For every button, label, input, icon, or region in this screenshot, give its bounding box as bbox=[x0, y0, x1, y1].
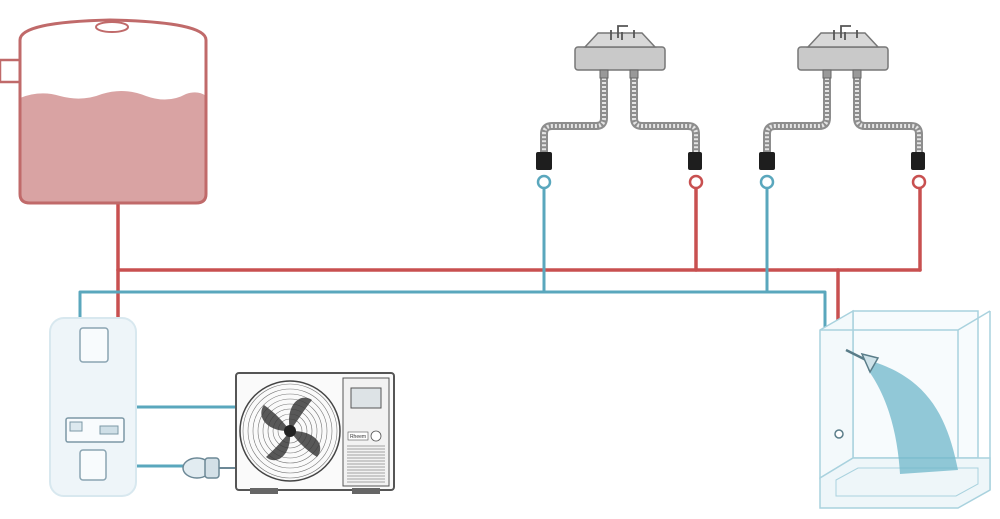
sink-hose-cold bbox=[540, 74, 608, 159]
shower-enclosure bbox=[819, 309, 991, 509]
grille-ring bbox=[242, 383, 338, 479]
sink-top bbox=[806, 32, 880, 48]
sink-hose-hot bbox=[630, 74, 700, 159]
heater-panel-top bbox=[79, 327, 109, 363]
tank-water bbox=[20, 90, 206, 203]
inline-valve-cold bbox=[759, 174, 775, 190]
shutoff-valve-cold bbox=[536, 152, 552, 170]
grille-ring bbox=[252, 393, 328, 469]
fan-hub bbox=[284, 425, 296, 437]
shutoff-valve-hot bbox=[688, 152, 702, 170]
sink-tail-hot bbox=[629, 69, 639, 79]
hose-braid bbox=[765, 78, 829, 155]
hose-braid bbox=[855, 78, 921, 155]
heat-pump-vents bbox=[347, 445, 385, 483]
sink-icon bbox=[759, 25, 927, 190]
shutoff-valve-hot bbox=[911, 152, 925, 170]
pump-icon bbox=[182, 457, 236, 479]
grille-ring bbox=[267, 408, 313, 454]
sink-basin bbox=[797, 46, 889, 71]
shutoff-valve-cold bbox=[759, 152, 775, 170]
fan-blades bbox=[261, 397, 321, 461]
valve-icon bbox=[536, 174, 704, 190]
sink-basin bbox=[574, 46, 666, 71]
heat-pump: Rheem bbox=[235, 372, 395, 494]
sink-top bbox=[583, 32, 657, 48]
fan-grille-rings bbox=[242, 383, 338, 479]
storage-tank bbox=[0, 18, 208, 205]
water-heater-icon bbox=[49, 317, 137, 497]
shower-water-stream bbox=[868, 362, 958, 474]
heat-pump-badge bbox=[347, 431, 369, 441]
tank-icon bbox=[0, 18, 208, 205]
shower-icon bbox=[819, 309, 991, 509]
heat-pump-badge-text: Rheem bbox=[350, 434, 366, 440]
shower-arm bbox=[845, 348, 867, 362]
heater-body bbox=[49, 317, 137, 497]
sink-hose-cold bbox=[763, 74, 831, 159]
inline-valve-hot bbox=[688, 174, 704, 190]
grille-ring bbox=[257, 398, 323, 464]
heat-pump-logo bbox=[370, 430, 382, 442]
fan-grille bbox=[239, 380, 341, 482]
circulation-pump bbox=[182, 457, 236, 479]
sink-tail-hot bbox=[852, 69, 862, 79]
heat-pump-foot-left bbox=[250, 488, 278, 494]
hose-braid bbox=[542, 78, 606, 155]
heater-panel-bottom bbox=[79, 449, 107, 481]
heater-control-dial bbox=[99, 425, 119, 435]
sink-tail-cold bbox=[822, 69, 832, 79]
sink-faucet bbox=[610, 25, 635, 40]
shower-head bbox=[860, 352, 880, 374]
shower-side-wall bbox=[819, 309, 854, 480]
water-heater bbox=[49, 317, 137, 497]
hose-braid bbox=[632, 78, 698, 155]
sink-tail-cold bbox=[599, 69, 609, 79]
shower-tray-rim bbox=[835, 467, 979, 497]
cold-water-pipes bbox=[78, 186, 827, 468]
sink-icon bbox=[536, 25, 704, 190]
grille-ring bbox=[262, 403, 318, 459]
shower-handle bbox=[834, 429, 844, 439]
sink-2 bbox=[759, 25, 927, 190]
grille-ring bbox=[247, 388, 333, 474]
inline-valve-hot bbox=[911, 174, 927, 190]
valve-icon bbox=[759, 174, 927, 190]
heat-pump-foot-right bbox=[352, 488, 380, 494]
heater-control-window bbox=[69, 421, 83, 432]
sink-hose-hot bbox=[853, 74, 923, 159]
tank-outlet-stub bbox=[0, 58, 22, 84]
tank-lid bbox=[95, 21, 129, 33]
sink-1 bbox=[536, 25, 704, 190]
heat-pump-icon: Rheem bbox=[235, 372, 395, 494]
pump-motor bbox=[204, 457, 220, 479]
cold-pipe-main bbox=[78, 290, 827, 332]
heat-pump-display bbox=[350, 387, 382, 409]
hot-water-pipes bbox=[116, 186, 922, 332]
tank-body bbox=[18, 18, 208, 205]
sink-faucet bbox=[833, 25, 858, 40]
inline-valve-cold bbox=[536, 174, 552, 190]
